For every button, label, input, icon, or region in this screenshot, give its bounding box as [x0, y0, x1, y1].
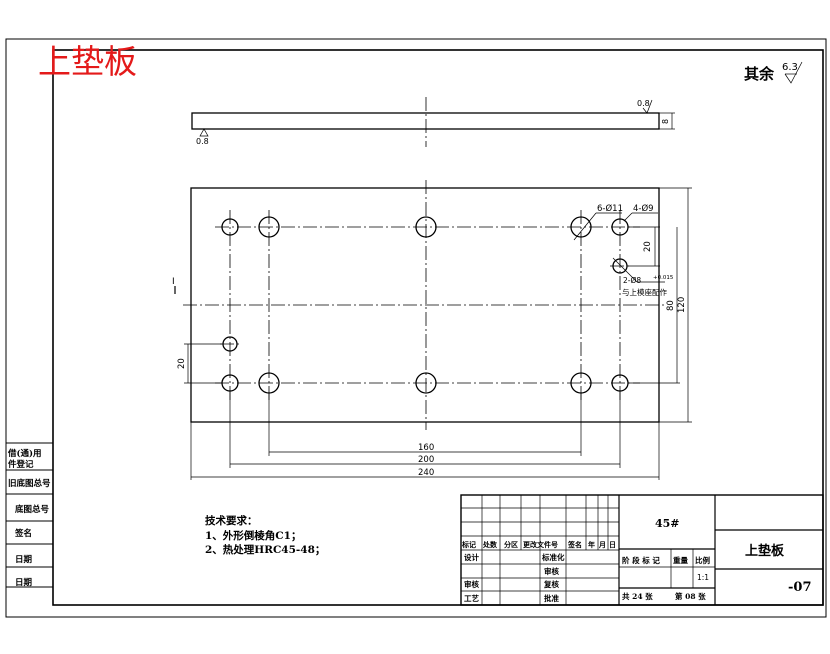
dim-width-160: 160: [418, 443, 434, 453]
hole-label-c-sup: +0.015: [653, 275, 674, 281]
outer-border: [5, 38, 827, 618]
hole-d11: [570, 216, 592, 238]
hdr-mark: 标记: [461, 540, 476, 549]
strip-row1: 借(通)用: [7, 448, 42, 459]
strip-row5: 日期: [15, 554, 33, 565]
inner-frame: [52, 49, 824, 606]
side-thickness-dim: 8: [661, 119, 670, 124]
hole-note: 与上模座配作: [622, 287, 667, 297]
material: 45#: [655, 517, 680, 530]
stage-labels: 阶 段 标 记: [622, 555, 660, 565]
tb-approve2: 复核: [543, 579, 559, 589]
dim-width-240: 240: [418, 468, 434, 478]
hole-label-b: 4-Ø9: [633, 203, 654, 214]
strip-row3: 底图总号: [15, 504, 50, 515]
weight-label: 重量: [673, 555, 688, 565]
dim-height-80: 80: [666, 300, 676, 311]
roughness-note: 其余 6.3: [744, 61, 803, 84]
dim-vertical-20-right: 20: [643, 241, 653, 252]
hole-label-c: 2-Ø8: [623, 276, 641, 285]
hole-d11: [258, 216, 280, 238]
side-roughness-top: 0.8: [637, 99, 650, 108]
side-roughness-bottom: 0.8: [196, 137, 209, 146]
side-view: 8 0.8 0.8: [191, 97, 675, 147]
strip-row4: 签名: [14, 528, 32, 539]
hole-d11: [415, 216, 437, 238]
tb-standardize: 标准化: [541, 552, 565, 562]
roughness-symbol-icon: [784, 61, 803, 84]
tb-review: 审核: [464, 579, 479, 589]
strip-row2: 旧底图总号: [8, 478, 51, 489]
hole-label-a: 6-Ø11: [597, 203, 623, 214]
tb-process: 工艺: [464, 593, 479, 603]
hole-d9: [221, 218, 239, 236]
hdr-count: 处数: [482, 540, 498, 549]
dim-width-200: 200: [418, 455, 434, 465]
tb-check: 审核: [544, 566, 559, 576]
hdr-month: 月: [598, 540, 606, 549]
tb-approve: 批准: [544, 593, 559, 603]
dim-height-120: 120: [677, 297, 687, 313]
tech-requirements: 技术要求： 1、外形倒棱角C1； 2、热处理HRC45-48；: [205, 514, 325, 556]
side-view-body: [191, 112, 660, 130]
title-block: 标记 处数 分区 更改文件号 签名 年 月 日 设计 标准化 审核 审核 复核 …: [460, 494, 824, 606]
plan-view: I 6-Ø11 4-Ø9 2-Ø8 +0.015 与上模座配作 20 80 12…: [172, 180, 692, 480]
sheet-total: 共 24 张: [622, 591, 653, 601]
strip-row7: 日期: [15, 577, 33, 588]
hdr-day: 日: [609, 540, 616, 549]
hdr-zone: 分区: [504, 540, 518, 549]
scale-value: 1:1: [697, 573, 709, 582]
hdr-year: 年: [588, 540, 595, 549]
sheet-number: 第 08 张: [675, 591, 706, 601]
roughness-prefix: 其余: [744, 65, 775, 83]
hole-d11: [415, 372, 437, 394]
strip-row1b: 件登记: [8, 459, 34, 470]
tech-heading: 技术要求：: [205, 514, 258, 527]
tb-design: 设计: [464, 552, 479, 562]
part-name: 上垫板: [745, 543, 785, 559]
scale-label: 比例: [695, 555, 710, 565]
drawing-number: -07: [788, 580, 812, 595]
tech-item-1: 1、外形倒棱角C1；: [205, 529, 301, 542]
left-strip: 借(通)用 件登记 旧底图总号 底图总号 签名 日期 日期: [5, 442, 54, 588]
section-mark: I: [172, 277, 175, 287]
roughness-value: 6.3: [782, 62, 798, 73]
tech-item-2: 2、热处理HRC45-48；: [205, 543, 325, 556]
stamp-title: 上垫板: [38, 42, 137, 81]
hdr-change-doc: 更改文件号: [523, 540, 558, 549]
hdr-sign: 签名: [567, 540, 582, 549]
dim-vertical-20-left: 20: [177, 358, 187, 369]
